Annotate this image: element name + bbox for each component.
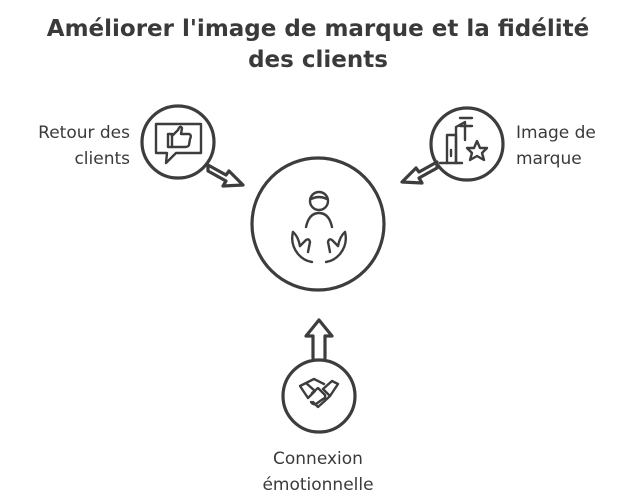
feedback-node	[140, 104, 216, 180]
arrow-emotional-to-center	[304, 318, 334, 360]
title-line-2: des clients	[248, 47, 388, 73]
feedback-label-line-2: clients	[74, 149, 130, 169]
emotional-node	[281, 358, 357, 434]
emotional-circle	[281, 358, 357, 434]
building-star-icon	[438, 116, 489, 165]
emotional-label-line-2: émotionnelle	[262, 475, 374, 495]
title-line-1: Améliorer l'image de marque et la fidéli…	[46, 16, 590, 42]
brand-label: Image de marque	[516, 120, 626, 172]
handshake-icon	[298, 377, 340, 409]
feedback-circle	[140, 104, 216, 180]
diagram-title: Améliorer l'image de marque et la fidéli…	[0, 14, 636, 76]
feedback-label: Retour des clients	[18, 120, 130, 172]
center-circle	[250, 156, 386, 292]
arrow-brand-to-center	[400, 160, 439, 185]
brand-circle	[429, 106, 505, 182]
center-node	[250, 156, 386, 292]
arrow-feedback-to-center	[206, 163, 245, 188]
brand-label-line-1: Image de	[516, 123, 596, 143]
emotional-label-line-1: Connexion	[273, 449, 363, 469]
brand-label-line-2: marque	[516, 149, 582, 169]
person-cupped-hands-icon	[290, 190, 348, 264]
feedback-label-line-1: Retour des	[38, 123, 130, 143]
thumbs-up-speech-bubble-icon	[154, 122, 203, 165]
emotional-label: Connexion émotionnelle	[238, 446, 398, 498]
brand-node	[429, 106, 505, 182]
